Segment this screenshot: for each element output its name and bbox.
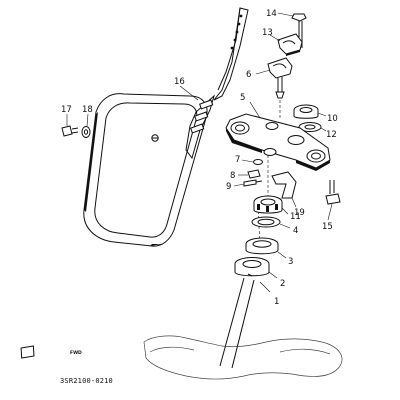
callout-4: 4 [293,226,298,236]
callout-13: 13 [262,28,273,38]
callout-1: 1 [274,297,279,307]
plate-washer [81,113,91,138]
callout-15: 15 [322,222,333,232]
callout-6: 6 [246,70,251,80]
callout-7: 7 [235,155,240,165]
callout-3: 3 [288,257,293,267]
washer-plate [298,122,327,132]
callout-5: 5 [240,93,245,103]
cable-guide [271,171,297,208]
leader-16 [179,85,199,101]
callout-9: 9 [226,182,231,192]
callout-11: 11 [290,212,301,222]
under-bracket-outline [143,335,343,380]
callout-8: 8 [230,171,235,181]
callout-2: 2 [280,279,285,289]
callout-14: 14 [266,9,277,19]
callout-12: 12 [326,130,337,140]
callout-18: 18 [82,105,93,115]
ring-nut [251,195,291,229]
lower-bearing [234,257,278,279]
small-hardware [233,159,263,187]
callout-17: 17 [61,105,72,115]
diagram-code: 3SR2100-0210 [60,377,113,385]
upper-bearing [245,237,287,259]
steering-stem [219,273,271,369]
callout-labels: 1 2 3 4 5 6 7 8 9 10 11 12 13 14 15 16 1… [61,9,338,307]
number-plate [83,93,208,247]
number-plate-strap [185,7,249,160]
handlebar-holder-upper [269,33,303,56]
fwd-label: FWD [70,350,82,356]
plate-bolt [61,114,79,137]
callout-16: 16 [174,77,185,87]
fwd-arrow: FWD [20,345,82,359]
callout-10: 10 [327,114,338,124]
pinch-bolt [325,180,341,221]
callout-19: 19 [294,208,305,218]
steering-stem-nut [293,104,327,119]
handlebar-holder-lower [255,57,293,99]
upper-bracket [225,101,331,171]
